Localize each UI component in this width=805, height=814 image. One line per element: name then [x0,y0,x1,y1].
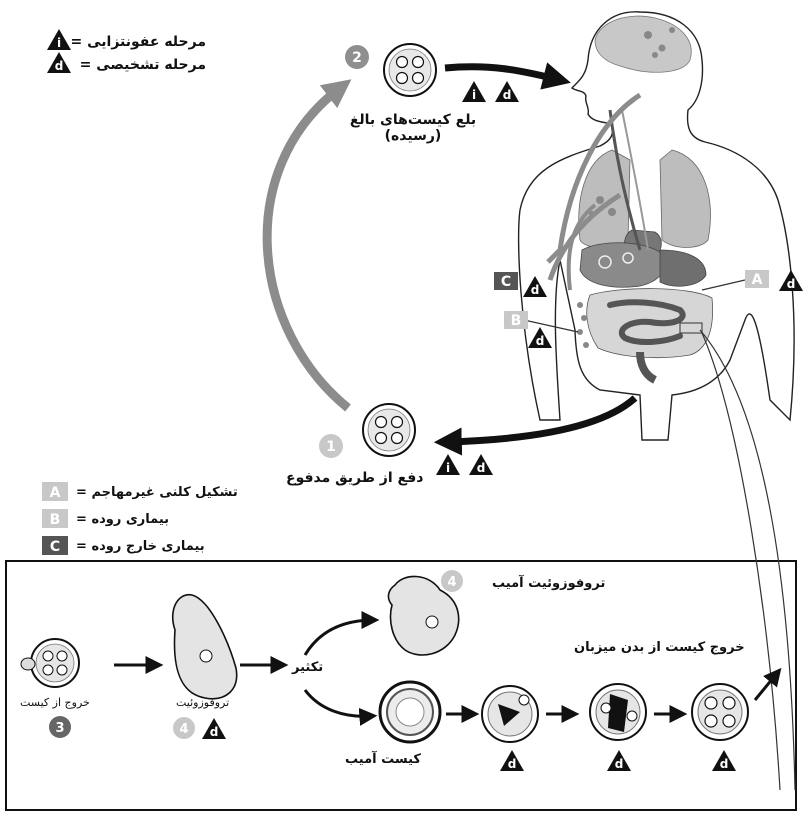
svg-text:A: A [752,272,763,288]
ingestion-arrow [445,67,560,80]
legend-site-b-box: B [42,509,68,528]
svg-text:d: d [210,725,219,739]
cycle-return-arrow [267,88,348,408]
legend-diagnostic-label: مرحله تشخیصی = [80,57,206,73]
legend-site-c-label: بیماری خارج روده = [76,539,205,554]
trophozoite-label: تروفوزوئیت [176,696,229,709]
svg-text:d: d [536,334,545,348]
excretion-label: دفع از طریق مدفوع [286,470,423,486]
svg-text:C: C [501,274,511,290]
legend-site-b-label: بیماری روده = [76,512,169,527]
precyst [380,682,440,742]
svg-text:d: d [720,757,729,771]
immature-cyst-1 [482,686,538,742]
svg-text:C: C [50,539,60,555]
svg-text:A: A [50,485,61,501]
cyst-exit-label: خروج کیست از بدن میزبان [574,640,745,655]
step-badge-1: 1 [319,434,343,458]
excystation-label: خروج از کیست [20,696,90,709]
svg-text:d: d [55,59,64,73]
amoeba-cyst-label: کیست آمیب [345,752,421,767]
svg-text:d: d [503,88,512,102]
svg-text:d: d [787,277,796,291]
mature-cyst [692,684,748,740]
site-marker-c: C [494,272,518,290]
svg-text:i: i [446,461,450,475]
step-badge-4: 4 [173,717,195,739]
svg-text:1: 1 [326,439,336,455]
legend-infective-label: مرحله عفونتزایی = [71,34,206,50]
step-badge-2: 2 [345,45,369,69]
amoeba-trophozoite-label: تروفوزوئیت آمیب [492,576,605,591]
step-badge-4: 4 [441,570,463,592]
legend-site-c-box: C [42,536,68,555]
legend-site-a-label: تشکیل کلنی غیرمهاجم = [76,485,238,500]
legend-site-a-box: A [42,482,68,501]
immature-cyst-2 [590,684,646,740]
infective-stage-icon: i [436,454,460,475]
svg-text:B: B [50,512,61,528]
svg-text:d: d [531,283,540,297]
legend-diagnostic-icon: d [47,52,71,73]
cyst-passed-in-feces [363,404,415,456]
svg-text:4: 4 [447,575,456,590]
svg-text:d: d [477,461,486,475]
multiplication-label: تکثیر [292,660,323,675]
human-figure [519,12,794,440]
ingestion-label: بلع کیست‌های بالغ (رسیده) [348,112,478,144]
svg-text:B: B [511,313,522,329]
infective-stage-icon: i [462,81,486,102]
svg-text:i: i [57,36,61,50]
liver [580,243,665,287]
diagnostic-stage-icon: d [495,81,519,102]
svg-text:2: 2 [352,50,362,66]
svg-text:4: 4 [179,722,188,737]
mature-cyst-ingested [384,44,436,96]
svg-text:i: i [472,88,476,102]
svg-text:d: d [615,757,624,771]
svg-text:3: 3 [55,721,64,736]
site-marker-b: B [504,311,528,329]
svg-text:d: d [508,757,517,771]
diagnostic-stage-icon: d [469,454,493,475]
step-badge-3: 3 [49,716,71,738]
legend-infective-icon: i [47,29,71,50]
site-marker-a: A [745,270,769,288]
